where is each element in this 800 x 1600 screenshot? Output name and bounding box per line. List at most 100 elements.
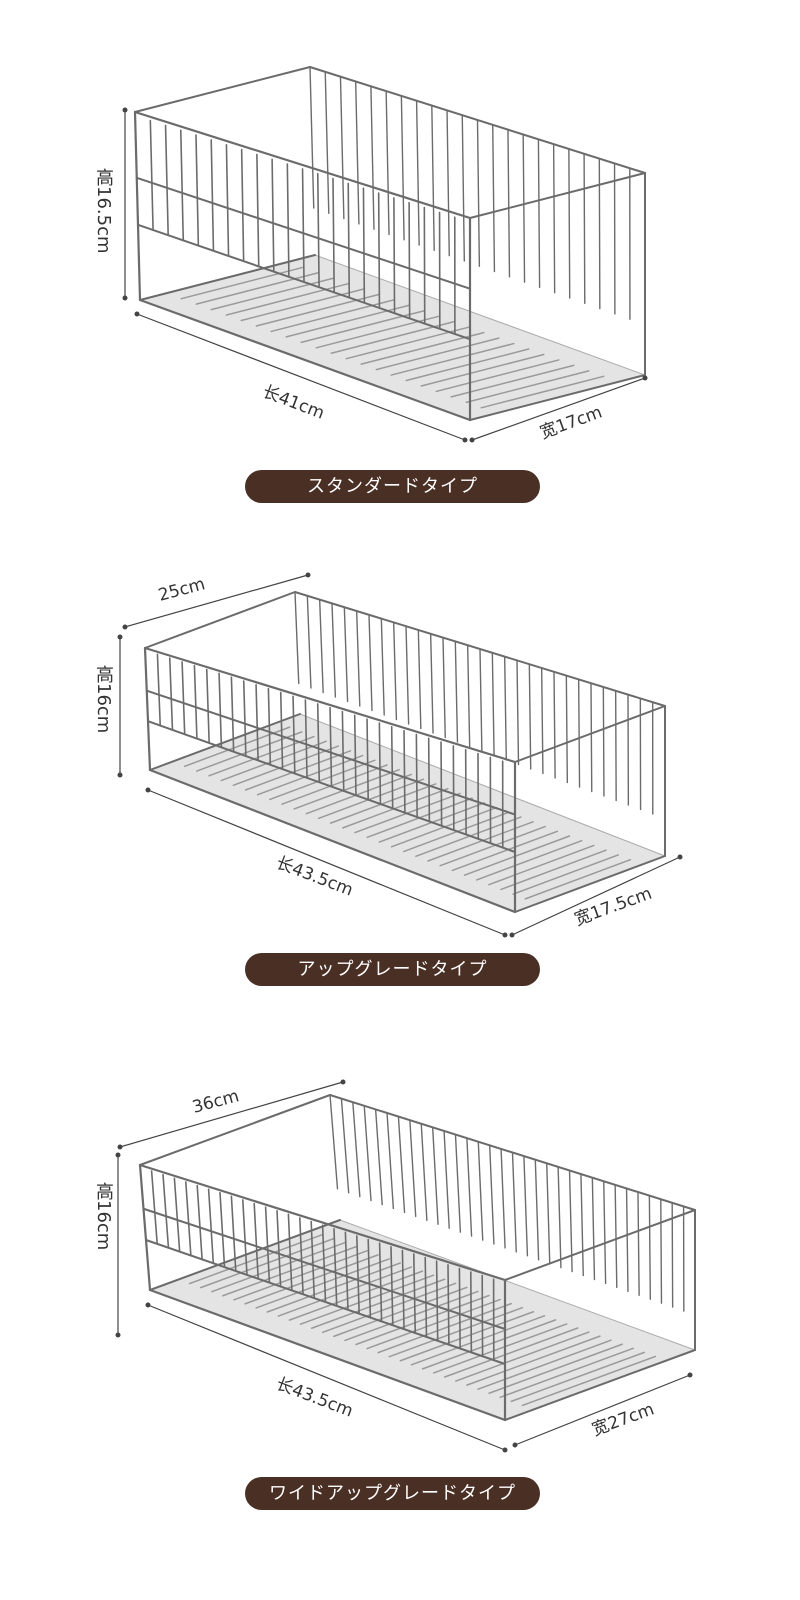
front-wire — [242, 1199, 248, 1276]
back-wire — [637, 1191, 640, 1296]
front-mid-rail — [145, 1239, 506, 1365]
height-dimension-line-1-end — [122, 295, 128, 301]
back-wire — [511, 1151, 517, 1253]
height-dimension-line-3-end — [115, 1152, 121, 1158]
height-dimension-line-2-end — [117, 772, 123, 778]
height-dimension-line-3-end — [115, 1332, 121, 1338]
tray-ridge — [222, 1246, 357, 1297]
tray-ridge — [232, 745, 340, 787]
width-dimension-line-3-end — [512, 1442, 518, 1448]
tray-ridge — [475, 839, 583, 881]
front-wire — [401, 1249, 405, 1330]
back-wire — [355, 610, 361, 707]
back-wire — [409, 1119, 417, 1218]
front-wire — [179, 129, 185, 242]
height-dimension-line-2-end — [117, 634, 123, 640]
back-wire — [552, 143, 556, 294]
length-dimension-line-3 — [147, 1304, 506, 1451]
front-wire — [344, 1231, 349, 1311]
tray-ridge — [281, 764, 388, 805]
product-type-badge-wide-upgrade: ワイドアップグレードタイプ — [245, 1477, 540, 1510]
tray-ridge — [355, 1294, 490, 1346]
front-wire — [440, 741, 443, 827]
tray-ridge — [388, 1306, 524, 1358]
front-wire — [408, 201, 411, 320]
tray-ridge — [488, 1343, 623, 1394]
front-wire — [378, 1242, 383, 1323]
back-wire — [343, 606, 349, 703]
top-width-dimension-line-3-end — [340, 1079, 346, 1085]
back-wire — [540, 667, 544, 775]
tray-ridge — [255, 1258, 390, 1309]
back-wire — [386, 1112, 395, 1210]
side-rail — [469, 374, 646, 421]
product-type-badge-upgrade: アップグレードタイプ — [245, 953, 540, 986]
side-rail — [134, 66, 311, 113]
back-wire — [522, 133, 526, 283]
tray-ridge — [444, 1327, 579, 1378]
tray-ridge — [210, 277, 335, 311]
back-wire — [660, 1198, 663, 1304]
back-wire — [466, 644, 471, 748]
back-wire — [442, 636, 446, 739]
tray-ridge — [333, 1286, 468, 1338]
back-rail — [309, 66, 646, 174]
back-wire — [340, 1097, 350, 1194]
front-wire — [362, 187, 366, 304]
back-wire — [614, 690, 617, 802]
front-bottom-rail — [148, 768, 517, 914]
back-wire — [516, 659, 520, 766]
tray-ridge — [439, 825, 546, 867]
back-wire — [392, 621, 398, 721]
front-mid-rail — [137, 223, 471, 341]
front-wire — [149, 119, 154, 231]
tray-ridge — [288, 1270, 424, 1321]
front-wire — [242, 680, 247, 757]
front-wire — [267, 687, 272, 766]
front-wire — [427, 737, 431, 823]
back-wire — [429, 633, 434, 734]
length-dimension-line-3-end — [502, 1447, 508, 1453]
back-wire — [568, 148, 571, 299]
back-wire — [546, 1162, 551, 1265]
top-width-dimension-line-2-end — [305, 572, 311, 578]
back-wire — [625, 1187, 629, 1293]
front-mid-rail — [135, 176, 471, 290]
front-wire — [341, 710, 345, 792]
length-dimension-line-2-end — [145, 787, 151, 793]
front-wire — [210, 139, 215, 252]
tray-ridge — [266, 1262, 401, 1313]
tray-ridge — [421, 1319, 557, 1370]
front-wire — [390, 726, 394, 810]
tray-ridge — [240, 288, 365, 322]
back-wire — [500, 1148, 506, 1249]
tray-ridge — [390, 342, 515, 376]
back-wire — [294, 591, 300, 685]
front-wire — [196, 1184, 203, 1261]
front-wire — [230, 676, 235, 753]
front-wire — [390, 1245, 394, 1327]
length-dimension-line-2 — [147, 789, 506, 936]
front-wire — [181, 661, 186, 736]
width-dimension-line-1-end — [469, 437, 475, 443]
back-wire — [591, 1176, 596, 1281]
top-width-dimension-line-2-end — [122, 624, 128, 630]
front-bottom-rail — [148, 1288, 507, 1422]
back-wire — [400, 95, 405, 241]
tray-ridge — [256, 754, 364, 796]
tray-ridge — [321, 1282, 457, 1334]
front-wire — [256, 153, 260, 268]
tray-ridge — [510, 1351, 646, 1403]
back-wire — [557, 1166, 562, 1269]
back-wire — [405, 625, 410, 725]
back-wire — [306, 595, 312, 689]
front-wire — [156, 653, 162, 727]
front-wire — [218, 672, 223, 749]
back-wire — [528, 663, 532, 770]
height-label-1: 高16.5cm — [93, 168, 114, 254]
tray-ridge — [377, 1302, 512, 1354]
front-wire — [168, 657, 174, 731]
length-dimension-line-1 — [136, 313, 466, 441]
tray-ridge — [196, 731, 303, 772]
